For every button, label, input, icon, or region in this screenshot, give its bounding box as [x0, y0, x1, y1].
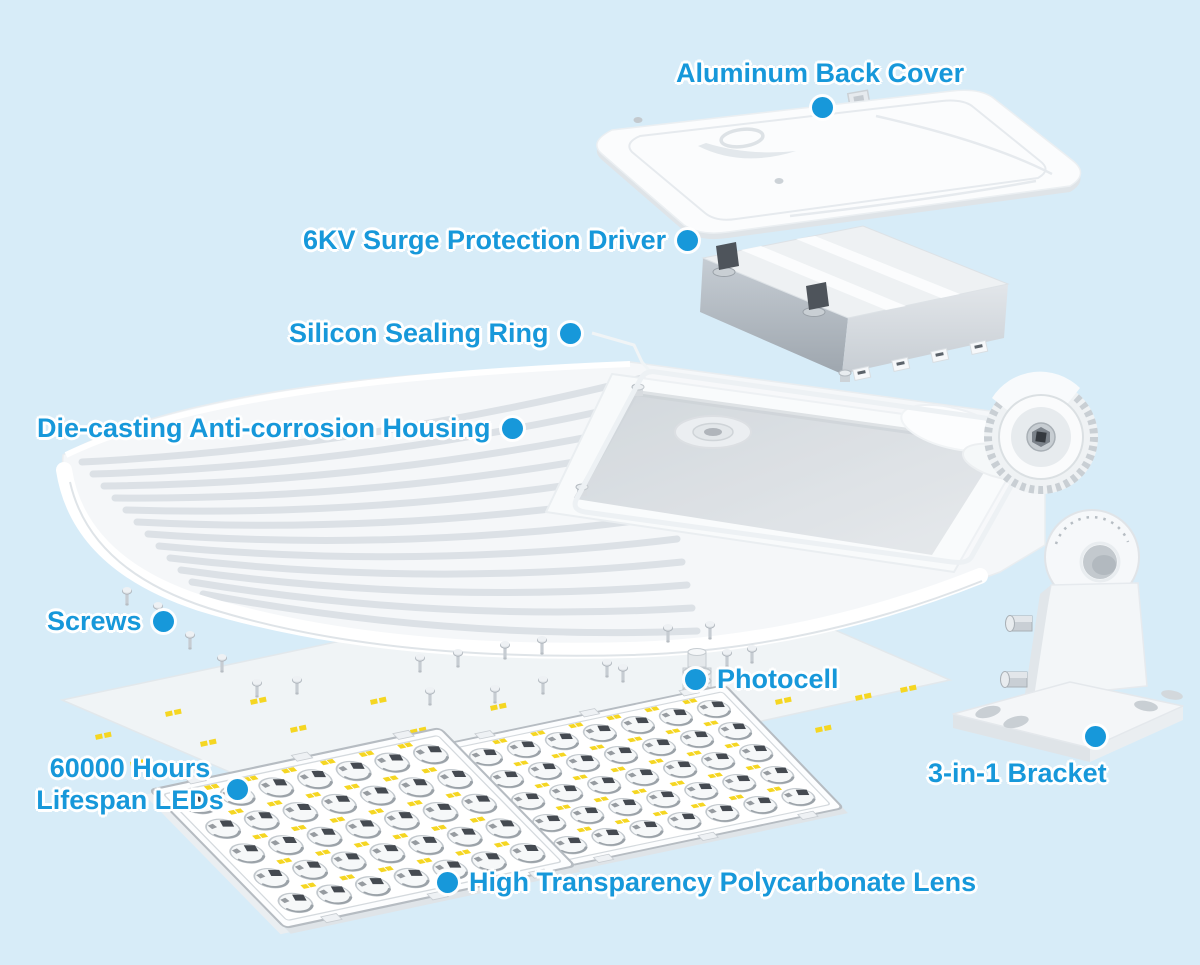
label-driver: 6KV Surge Protection Driver [303, 224, 699, 256]
screw [722, 649, 732, 668]
label-photocell: Photocell [685, 663, 839, 695]
bracket-pins [1000, 615, 1033, 688]
driver-part [700, 225, 1010, 382]
driver-mounting-clip [712, 242, 829, 317]
knuckle-knurling [984, 380, 1098, 494]
driver-tray-tabs [852, 339, 989, 382]
label-leds: 60000 Hours Lifespan LEDs [26, 752, 234, 816]
housing-part [56, 361, 1046, 659]
screw [292, 676, 302, 695]
label-sealing-ring-text: Silicon Sealing Ring [289, 318, 549, 348]
callout-dot-photocell [685, 668, 706, 690]
callout-dot-lens [437, 871, 458, 893]
callout-dot-back-cover [812, 97, 833, 118]
screw [217, 654, 227, 673]
callout-dot-driver [677, 229, 699, 251]
lens-array [468, 687, 819, 864]
label-sealing-ring: Silicon Sealing Ring [289, 317, 581, 349]
screw [453, 649, 463, 668]
screws-part [122, 587, 757, 706]
label-back-cover: Aluminum Back Cover [676, 57, 964, 89]
label-screws: Screws [47, 605, 174, 637]
label-housing-text: Die-casting Anti-corrosion Housing [37, 413, 491, 443]
screw [538, 676, 548, 695]
label-driver-text: 6KV Surge Protection Driver [303, 225, 667, 255]
led-panel-left [144, 727, 581, 935]
screw [252, 679, 262, 698]
label-housing: Die-casting Anti-corrosion Housing [37, 412, 523, 444]
bracket-base [952, 681, 1184, 762]
screw [537, 636, 547, 655]
label-bracket-text: 3-in-1 Bracket [928, 758, 1107, 788]
label-leds-line1: 60000 Hours [49, 753, 211, 783]
screw [425, 687, 435, 706]
label-lens-text: High Transparency Polycarbonate Lens [469, 867, 977, 897]
callout-dot-bracket [1085, 726, 1106, 747]
screw [705, 621, 715, 640]
knuckle-part [984, 371, 1098, 494]
screw [602, 659, 612, 678]
screw [500, 641, 510, 660]
screw [618, 664, 628, 683]
screw [490, 685, 500, 704]
label-lens: High Transparency Polycarbonate Lens [437, 866, 976, 898]
label-leds-line2: Lifespan LEDs [36, 785, 224, 815]
screw [747, 645, 757, 664]
screw [185, 631, 195, 650]
callout-dot-leds [227, 779, 248, 800]
bracket-part [952, 509, 1184, 762]
callout-dot-sealing-ring [559, 322, 581, 344]
screw [122, 587, 132, 606]
label-bracket: 3-in-1 Bracket [928, 757, 1107, 789]
back-cover-part [596, 89, 1082, 240]
callout-dot-housing [501, 417, 523, 439]
callout-dot-screws [152, 610, 174, 632]
label-back-cover-text: Aluminum Back Cover [676, 58, 965, 88]
screw [415, 654, 425, 673]
screw [663, 624, 673, 643]
label-photocell-text: Photocell [717, 664, 839, 694]
back-cover-ring-detail [719, 127, 765, 149]
label-screws-text: Screws [47, 606, 142, 636]
led-panel-right [433, 685, 848, 874]
lens-array [180, 729, 551, 924]
